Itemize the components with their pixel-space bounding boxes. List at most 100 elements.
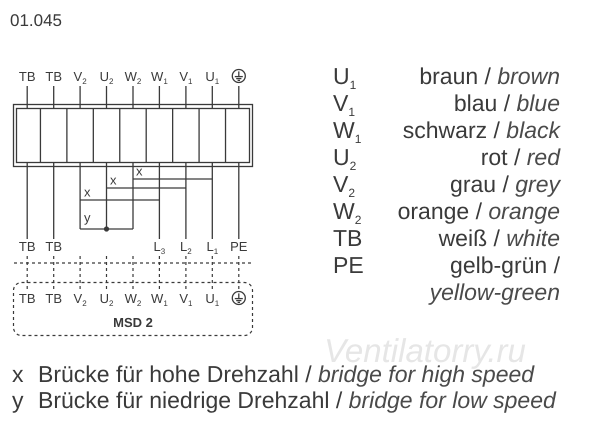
terminal-subscript: 2 bbox=[82, 77, 87, 86]
wire-color-german: orange / bbox=[398, 198, 483, 224]
bridge-legend-text: Brücke für niedrige Drehzahl / bridge fo… bbox=[38, 387, 557, 413]
wire-color-name: gelb-grün / bbox=[450, 252, 561, 278]
wire-code-letter: V bbox=[333, 171, 349, 197]
terminal-letter: W bbox=[125, 69, 138, 84]
wire-color-german: blau / bbox=[454, 90, 511, 116]
wire-color-german: rot / bbox=[481, 144, 521, 170]
terminal-subscript: 1 bbox=[214, 247, 219, 256]
msd-name: MSD 2 bbox=[113, 315, 153, 330]
wire-color-english: yellow-green bbox=[428, 279, 560, 305]
wire-code: TB bbox=[333, 225, 362, 251]
wire-color-english: blue bbox=[517, 90, 560, 116]
msd-dashed-frame bbox=[12, 281, 254, 337]
wire-code-letter: TB bbox=[333, 225, 362, 251]
bottom-terminal-tb: TB bbox=[45, 239, 62, 254]
wire-color-english: white bbox=[506, 225, 560, 251]
terminal-letter: V bbox=[179, 69, 188, 84]
wire-color-german: grau / bbox=[450, 171, 509, 197]
terminal-letter: TB bbox=[19, 69, 36, 84]
earth-ring bbox=[231, 290, 246, 306]
msd-terminal-tb: TB bbox=[45, 291, 62, 306]
wire-code-subscript: 1 bbox=[348, 105, 355, 119]
terminal-block-outer bbox=[12, 103, 254, 168]
bottom-terminal-l3: L3 bbox=[154, 239, 166, 256]
dashed-connections bbox=[14, 256, 252, 290]
terminal-letter: L bbox=[154, 239, 161, 254]
wire-color-row-v1: V1 blau / blue bbox=[333, 90, 560, 119]
terminal-block-inner bbox=[15, 107, 251, 164]
terminal-letter: TB bbox=[19, 239, 36, 254]
msd-terminal-w2: W2 bbox=[125, 291, 142, 308]
bridge-legend-symbol: x bbox=[12, 361, 24, 387]
wire-color-english: brown bbox=[497, 63, 560, 89]
top-terminal-tb: TB bbox=[19, 69, 36, 84]
msd-box: MSD 2 bbox=[12, 281, 254, 337]
terminal-letter: TB bbox=[45, 239, 62, 254]
terminal-letter: U bbox=[100, 69, 109, 84]
top-terminal-tb: TB bbox=[45, 69, 62, 84]
wire-code: PE bbox=[333, 252, 364, 278]
msd-terminal-u1: U1 bbox=[205, 291, 219, 308]
msd-terminal-v1: V1 bbox=[179, 291, 193, 308]
bridge-x-label: x bbox=[110, 173, 117, 188]
terminal-letter: PE bbox=[230, 239, 248, 254]
wire-code: W2 bbox=[333, 198, 362, 227]
terminal-subscript: 1 bbox=[215, 77, 220, 86]
wire-color-row-v2: V2 grau / grey bbox=[333, 171, 561, 200]
bridge-labels: x x x y bbox=[84, 164, 143, 226]
wire-code-letter: U bbox=[333, 144, 350, 170]
msd-terminal-u2: U2 bbox=[100, 291, 114, 308]
terminal-subscript: 1 bbox=[188, 299, 193, 308]
terminal-subscript: 2 bbox=[137, 299, 142, 308]
terminal-subscript: 3 bbox=[161, 247, 166, 256]
wire-color-name: weiß / white bbox=[438, 225, 560, 251]
bridges bbox=[80, 178, 213, 232]
wire-code: V2 bbox=[333, 171, 355, 200]
terminal-letter: W bbox=[125, 291, 138, 306]
wire-color-english: grey bbox=[515, 171, 561, 197]
wire-color-english: orange bbox=[488, 198, 560, 224]
wire-color-german: schwarz / bbox=[403, 117, 501, 143]
terminal-subscript: 2 bbox=[137, 77, 142, 86]
terminal-letter: W bbox=[151, 69, 164, 84]
wire-code-subscript: 1 bbox=[350, 78, 357, 92]
terminal-letter: L bbox=[206, 239, 213, 254]
terminal-letter: V bbox=[179, 291, 188, 306]
bridge-y-junction-dot bbox=[103, 226, 110, 232]
wire-code-subscript: 2 bbox=[355, 213, 362, 227]
wire-color-name: braun / brown bbox=[419, 63, 560, 89]
top-terminal-w1: W1 bbox=[151, 69, 168, 86]
terminal-subscript: 1 bbox=[163, 299, 168, 308]
wire-color-name: blau / blue bbox=[454, 90, 560, 116]
wire-color-german: gelb-grün / bbox=[450, 252, 561, 278]
bridge-y-label: y bbox=[84, 210, 91, 225]
wire-color-german: weiß / bbox=[438, 225, 501, 251]
wire-code-letter: W bbox=[333, 117, 355, 143]
bridge-legend-english: bridge for low speed bbox=[349, 387, 557, 413]
wire-color-name: schwarz / black bbox=[403, 117, 562, 143]
wire-color-german: braun / bbox=[419, 63, 491, 89]
msd-terminal-tb: TB bbox=[19, 291, 36, 306]
figure-id: 01.045 bbox=[10, 11, 62, 30]
bridge-x-label: x bbox=[136, 164, 143, 179]
wire-color-row-tb: TB weiß / white bbox=[333, 225, 560, 251]
bridge-legend-german: Brücke für hohe Drehzahl / bbox=[38, 361, 312, 387]
msd-terminal-v2: V2 bbox=[74, 291, 88, 308]
bottom-terminal-pe: PE bbox=[230, 239, 248, 254]
wire-code-subscript: 2 bbox=[348, 186, 355, 200]
terminal-letter: V bbox=[74, 291, 83, 306]
wire-code: U2 bbox=[333, 144, 357, 173]
wire-code-letter: V bbox=[333, 90, 349, 116]
msd-terminal-w1: W1 bbox=[151, 291, 168, 308]
watermark: Ventilatorry.ru bbox=[324, 332, 526, 369]
terminal-wires bbox=[26, 86, 240, 239]
terminal-subscript: 1 bbox=[188, 77, 193, 86]
